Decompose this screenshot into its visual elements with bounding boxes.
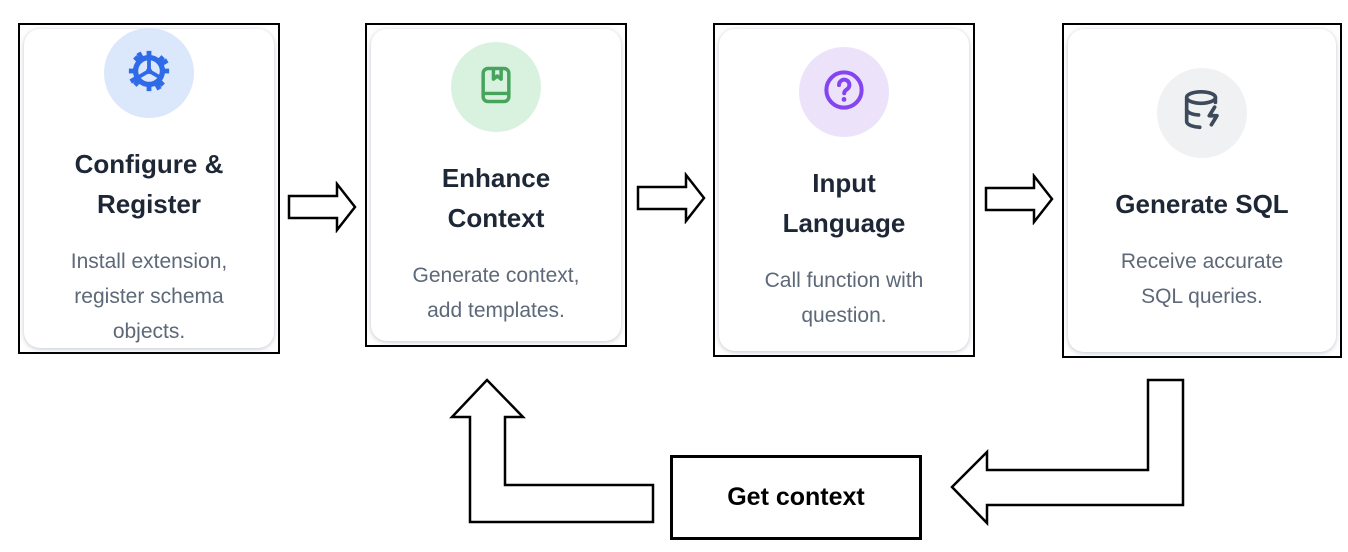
step-card-enhance-context: Enhance Context Generate context, add te… [365, 23, 627, 347]
step-card-input-language: Input Language Call function with questi… [713, 23, 975, 357]
step-description: Install extension, register schema objec… [70, 250, 228, 343]
arrow-right-icon [287, 181, 357, 233]
question-circle-icon [821, 67, 867, 118]
step-description: Receive accurate SQL queries. [1120, 249, 1284, 308]
loop-label-box: Get context [670, 455, 922, 540]
step-card-body: Input Language Call function with questi… [719, 29, 969, 351]
step-title: Input Language [782, 168, 906, 238]
arrow-right-icon [636, 172, 706, 224]
step-card-body: Enhance Context Generate context, add te… [371, 29, 621, 341]
loop-label: Get context [727, 483, 865, 511]
step-description: Call function with question. [764, 269, 924, 327]
arrow-up-elbow-icon [448, 376, 658, 526]
step-title: Generate SQL [1115, 188, 1289, 219]
step-card-configure-register: Configure & Register Install extension, … [18, 23, 280, 354]
book-bookmark-icon [474, 63, 518, 112]
step-icon-circle [451, 42, 541, 132]
step-icon-circle [1157, 67, 1247, 158]
step-title: Enhance Context [441, 163, 551, 233]
database-zap-icon [1179, 87, 1225, 138]
step-title: Configure & Register [74, 149, 224, 219]
step-card-body: Configure & Register Install extension, … [24, 28, 274, 348]
step-icon-circle [104, 28, 194, 118]
step-description: Generate context, add templates. [412, 264, 580, 322]
step-card-generate-sql: Generate SQL Receive accurate SQL querie… [1062, 23, 1342, 358]
gear-icon [126, 48, 172, 99]
step-card-body: Generate SQL Receive accurate SQL querie… [1068, 29, 1336, 352]
step-icon-circle [799, 47, 889, 137]
arrow-left-elbow-icon [948, 376, 1188, 528]
arrow-right-icon [984, 173, 1054, 225]
